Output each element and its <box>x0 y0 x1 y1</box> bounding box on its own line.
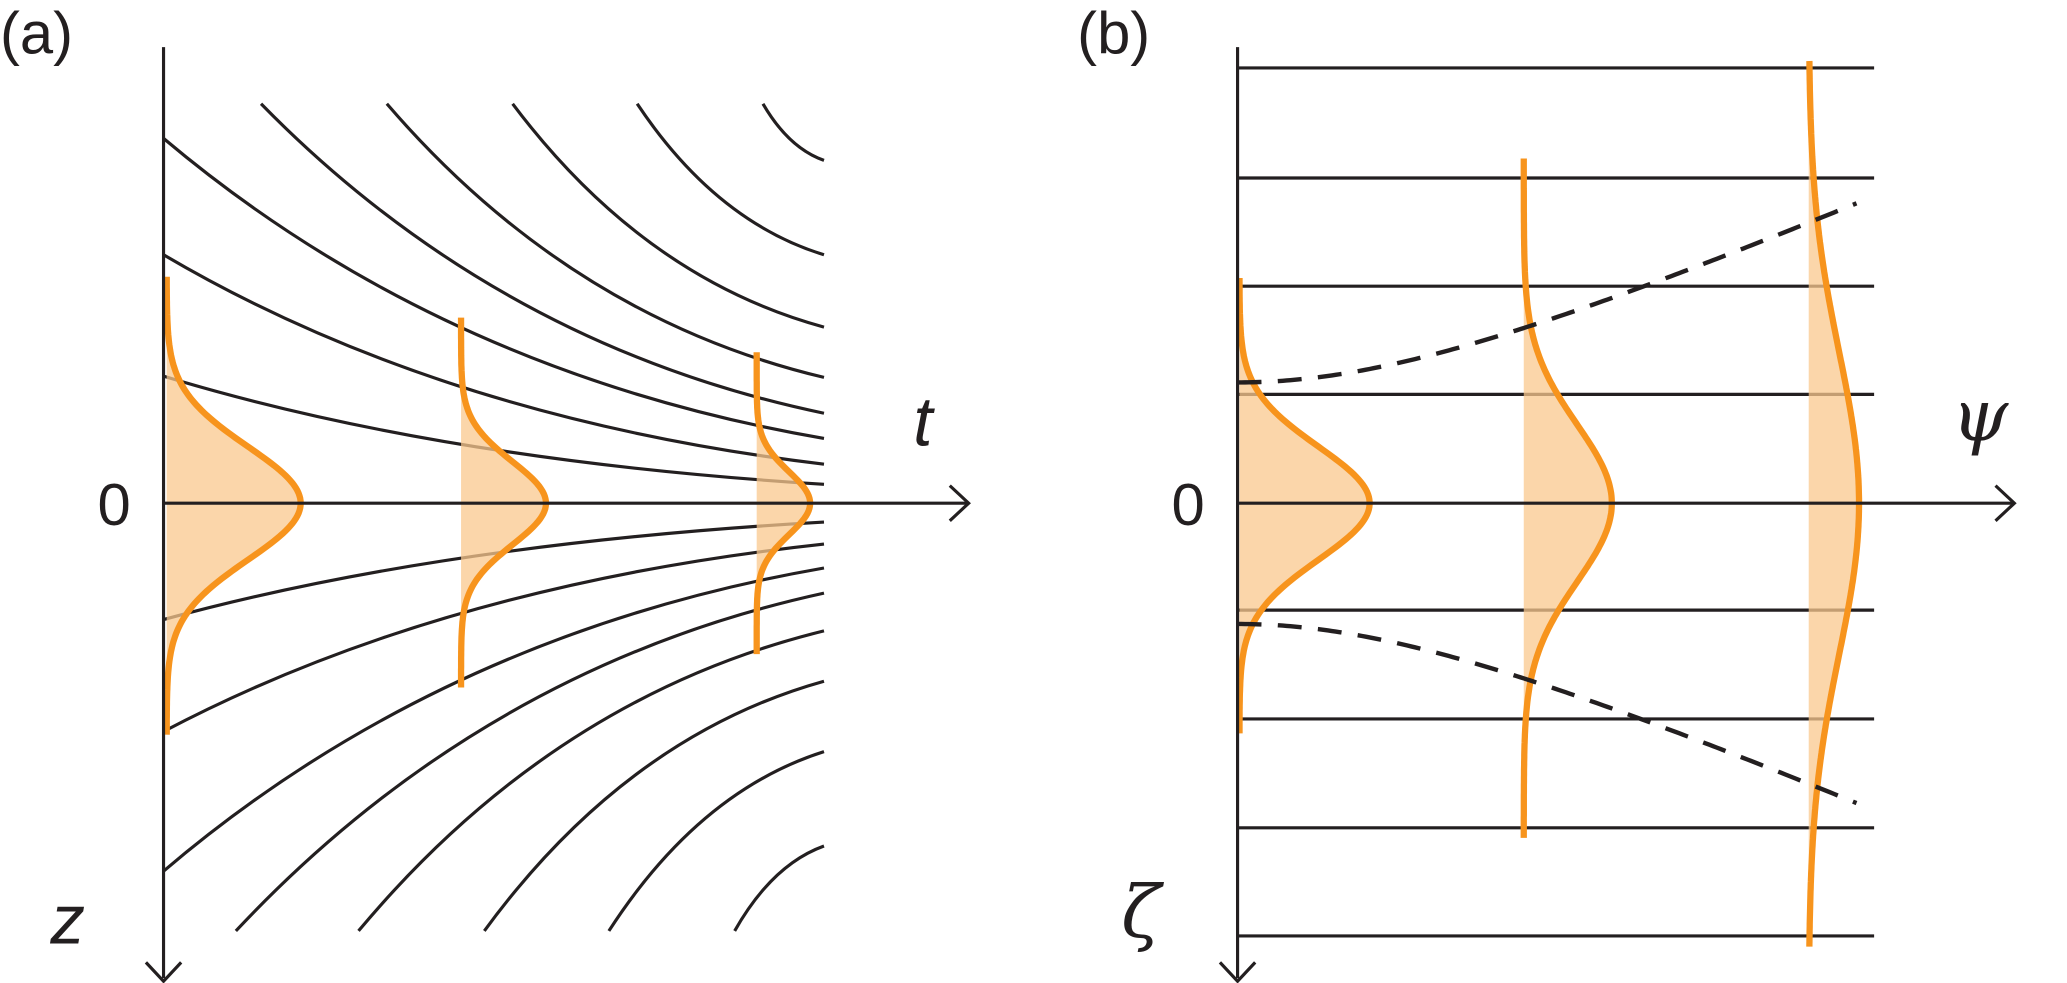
field-line <box>483 679 825 932</box>
gaussian-profile <box>163 276 304 735</box>
a-z-label: z <box>49 881 85 959</box>
a-field-lines <box>162 102 825 932</box>
gaussian-profile <box>1236 278 1373 734</box>
field-line <box>385 102 825 379</box>
field-line <box>357 629 825 932</box>
field-line <box>234 591 825 932</box>
profile-fill <box>166 276 301 735</box>
b-horizontal-lines <box>1237 66 1875 938</box>
field-line <box>162 566 825 873</box>
panel-a: (a) 0 t z <box>0 0 971 983</box>
b-zeta-arrowhead-icon <box>1218 961 1257 983</box>
a-origin-label: 0 <box>97 471 130 538</box>
field-line <box>162 137 825 440</box>
field-line <box>511 102 825 329</box>
a-z-arrowhead-icon <box>144 961 183 983</box>
panel-b-label: (b) <box>1077 0 1150 66</box>
panel-b: (b) 0 ψ ζ <box>1077 0 2017 983</box>
profile-fill <box>1523 158 1612 839</box>
profile-fill <box>1239 278 1370 735</box>
envelope-dashed-line <box>1237 201 1858 385</box>
b-psi-arrowhead-icon <box>1994 484 2017 522</box>
envelope-dashed-line <box>1237 621 1858 806</box>
field-line <box>761 102 825 162</box>
field-line <box>162 542 825 733</box>
b-origin-label: 0 <box>1172 471 1205 538</box>
gaussian-profile <box>1520 158 1615 838</box>
panel-a-label: (a) <box>0 0 73 66</box>
field-line <box>162 253 825 466</box>
field-line <box>733 844 825 932</box>
field-line <box>607 750 825 932</box>
a-t-arrowhead-icon <box>948 484 971 522</box>
a-t-label: t <box>913 382 935 460</box>
field-line <box>635 102 825 257</box>
field-line <box>259 102 825 415</box>
b-beam-envelope <box>1237 201 1858 806</box>
b-zeta-label: ζ <box>1121 871 1164 955</box>
b-psi-label: ψ <box>1951 374 2009 458</box>
